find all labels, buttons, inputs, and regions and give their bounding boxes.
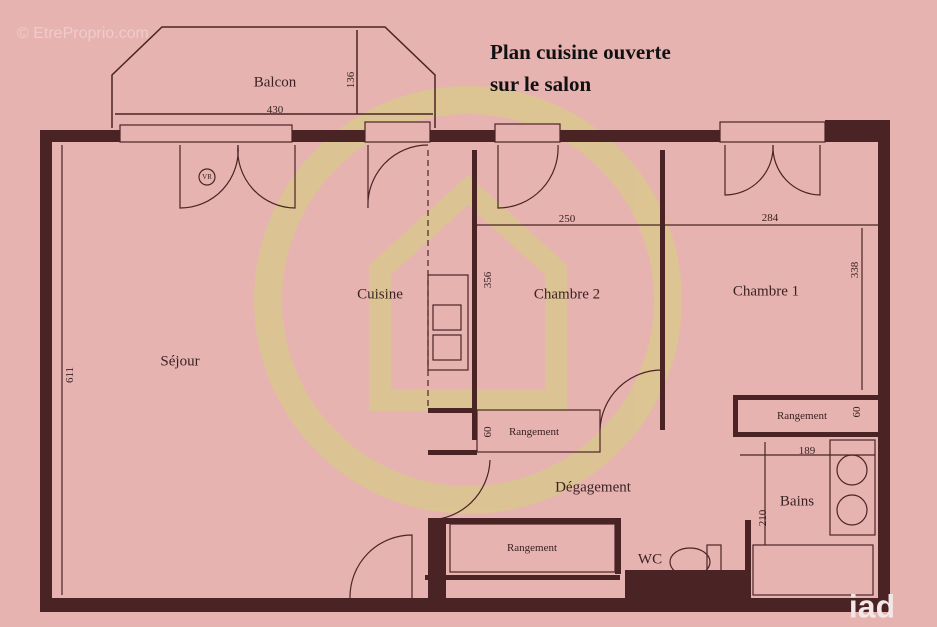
windows [119,121,826,143]
dim-chambre2-depth: 356 [482,271,494,289]
dim-bains-width: 189 [798,445,816,457]
dim-sejour-depth: 611 [64,366,76,384]
walls [40,120,890,612]
room-label-cuisine: Cuisine [357,286,403,303]
watermark-text: © EtreProprio.com [17,25,149,42]
room-label-rangement-bas: Rangement [506,542,558,554]
room-label-chambre1: Chambre 1 [732,283,800,300]
iad-logo: iad [848,588,896,625]
dim-balcon-depth: 136 [345,71,357,89]
watermark-house-logo [254,86,682,514]
dim-balcon-width: 430 [266,104,284,116]
dim-rangement-cuisine-depth: 60 [482,426,494,438]
dim-chambre2-width: 250 [558,213,576,225]
room-label-rangement-chambre1: Rangement [776,410,828,422]
room-label-sejour: Séjour [160,353,200,370]
room-label-wc: WC [637,551,663,568]
dim-chambre1-depth: 338 [849,261,861,279]
dim-rangement-chambre1-depth: 60 [851,406,863,418]
room-label-bains: Bains [779,493,815,510]
dim-bains-depth: 210 [757,509,769,527]
vr-label: VR [202,173,212,181]
room-label-degagement: Dégagement [555,479,631,496]
room-label-balcon: Balcon [253,74,297,91]
plan-title-line1: Plan cuisine ouverte [490,40,671,64]
plan-title-line2: sur le salon [490,72,592,96]
dim-chambre1-width: 284 [761,212,779,224]
room-label-chambre2: Chambre 2 [533,286,601,303]
fixtures [61,144,878,599]
room-label-rangement-cuisine: Rangement [508,426,560,438]
balcony-outline [111,26,436,128]
